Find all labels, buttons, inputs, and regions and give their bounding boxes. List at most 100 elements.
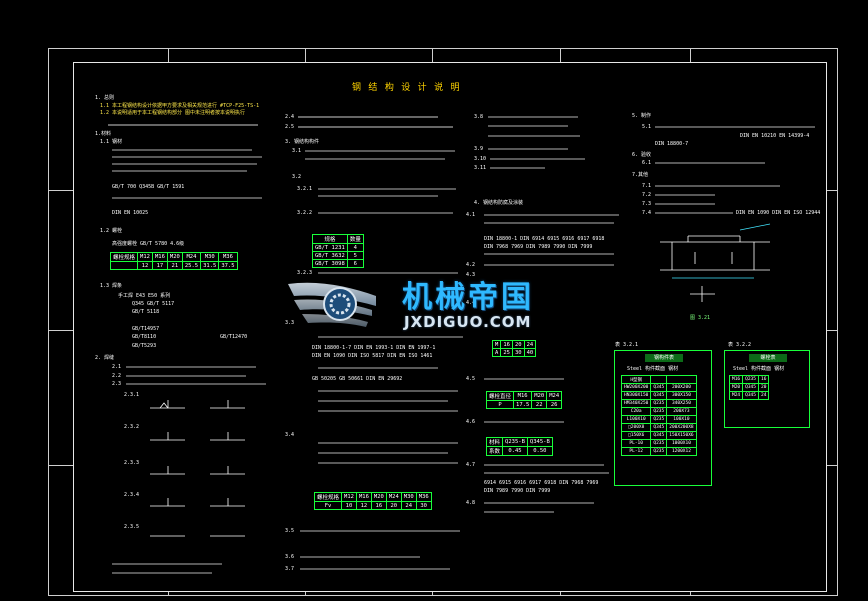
text-line (484, 214, 619, 216)
text-line (655, 126, 815, 128)
table-cell (650, 375, 668, 384)
text-line (488, 116, 578, 118)
border-tick (690, 592, 691, 596)
text-line (488, 135, 580, 137)
table-cell: M12 (341, 492, 357, 502)
table-cell: Q235 (650, 399, 668, 408)
table-cell: M36 (218, 252, 238, 262)
table-cell: M30 (200, 252, 220, 262)
table-cell: 材料 (485, 437, 504, 447)
panel-label: 表 3.2.1 (615, 342, 639, 348)
table-cell: GB/T 3632 (312, 251, 348, 260)
text-line (318, 212, 453, 214)
clause-number: 2.4 (285, 114, 295, 120)
text-line (484, 511, 554, 513)
text-line (298, 116, 438, 118)
table-cell: 25.5 (181, 261, 202, 270)
section-heading: 6. 验收 (632, 152, 652, 158)
note-line: 高强度螺栓 GB/T 5780 4.6级 (112, 241, 185, 247)
table-cell: M24 (546, 391, 563, 401)
text-line (318, 336, 463, 338)
table-cell: 24 (757, 391, 770, 400)
standard-ref: GB/T14957 (132, 326, 160, 332)
table-cell: 40 (523, 348, 537, 357)
clause-number: 2.3.1 (124, 392, 140, 398)
clause-number: 3.6 (285, 554, 295, 560)
table-cell: M20 (728, 383, 744, 392)
table-cell: 10 (341, 501, 357, 510)
text-line (126, 366, 256, 368)
text-line (484, 472, 609, 474)
text-line (490, 158, 585, 160)
text-line (298, 126, 453, 128)
standard-ref: DIN 18800-1 DIN 6914 6915 6916 6917 6918 (484, 236, 605, 242)
standard-ref: GB/T8110 (132, 334, 157, 340)
clause-number: 7.4 (642, 210, 652, 216)
border-tick (690, 48, 691, 62)
table-cell: Q345 (650, 423, 668, 432)
table-cell: 1200X12 (666, 447, 697, 456)
text-line (484, 421, 564, 423)
standard-ref: DIN EN 10025 (112, 210, 149, 216)
table-cell: 20 (511, 340, 525, 349)
section-heading: 2. 焊缝 (95, 355, 115, 361)
table-cell: HM340X250 (620, 399, 652, 408)
section-heading: 4. 钢结构防腐及涂装 (474, 200, 524, 206)
table-cell: 12 (137, 261, 153, 270)
table-cell: □200X8 (620, 423, 652, 432)
text-line (108, 124, 258, 126)
table-cell: M16 (355, 492, 372, 502)
clause-number: 2.3.5 (124, 524, 140, 530)
table-cell: 200X200 (666, 383, 697, 392)
table-cell: 25 (500, 348, 513, 357)
note-line: 1.1 本工程钢结构设计依据甲方要求及相关规范进行 #TCP-F25-TS-1 (100, 103, 260, 109)
clause-number: 4.7 (466, 462, 476, 468)
border-tick (432, 48, 433, 62)
table-cell: M24 (385, 492, 402, 502)
clause-number: 3.5 (285, 528, 295, 534)
table-cell: Q345 (650, 431, 668, 440)
text-line (488, 148, 568, 150)
table-cell: 300X150 (666, 391, 697, 400)
panel-title: 螺栓表 (749, 354, 787, 362)
standard-ref: GB/T 5118 (132, 309, 160, 315)
clause-number: 4.1 (466, 212, 476, 218)
table-cell: Q345 (650, 383, 668, 392)
table-cell: 规格 (312, 234, 348, 244)
text-line (484, 378, 564, 380)
table-cell: 340X250 (666, 399, 697, 408)
clause-number: 4.3 (466, 272, 476, 278)
table-cell: Q345 (650, 391, 668, 400)
section-heading: 7.其他 (632, 172, 649, 178)
table-cell: M20 (370, 492, 387, 502)
section-heading: 1.2 螺栓 (100, 228, 123, 234)
clause-number: 2.5 (285, 124, 295, 130)
joint-detail-diagram (660, 223, 771, 302)
table-cell: Q235 (650, 439, 668, 448)
clause-number: 3.7 (285, 566, 295, 572)
table-cell: Q235 (650, 415, 668, 424)
text-line (318, 400, 448, 402)
clause-number: 7.1 (642, 183, 652, 189)
table-cell: H型钢 (620, 375, 652, 384)
clause-number: 7.3 (642, 201, 652, 207)
border-tick (827, 190, 838, 191)
border-tick (305, 48, 306, 62)
table-cell: 螺栓规格 (313, 492, 343, 502)
standard-ref: 6914 6915 6916 6917 6918 DIN 7968 7969 (484, 480, 599, 486)
table-cell: 37.5 (218, 261, 238, 270)
clause-number: 4.8 (466, 500, 476, 506)
panel-title: 钢构件表 (645, 354, 683, 362)
clause-number: 3.9 (474, 146, 484, 152)
clause-number: 3.10 (474, 156, 487, 162)
standard-ref: GB/T12470 (220, 334, 248, 340)
